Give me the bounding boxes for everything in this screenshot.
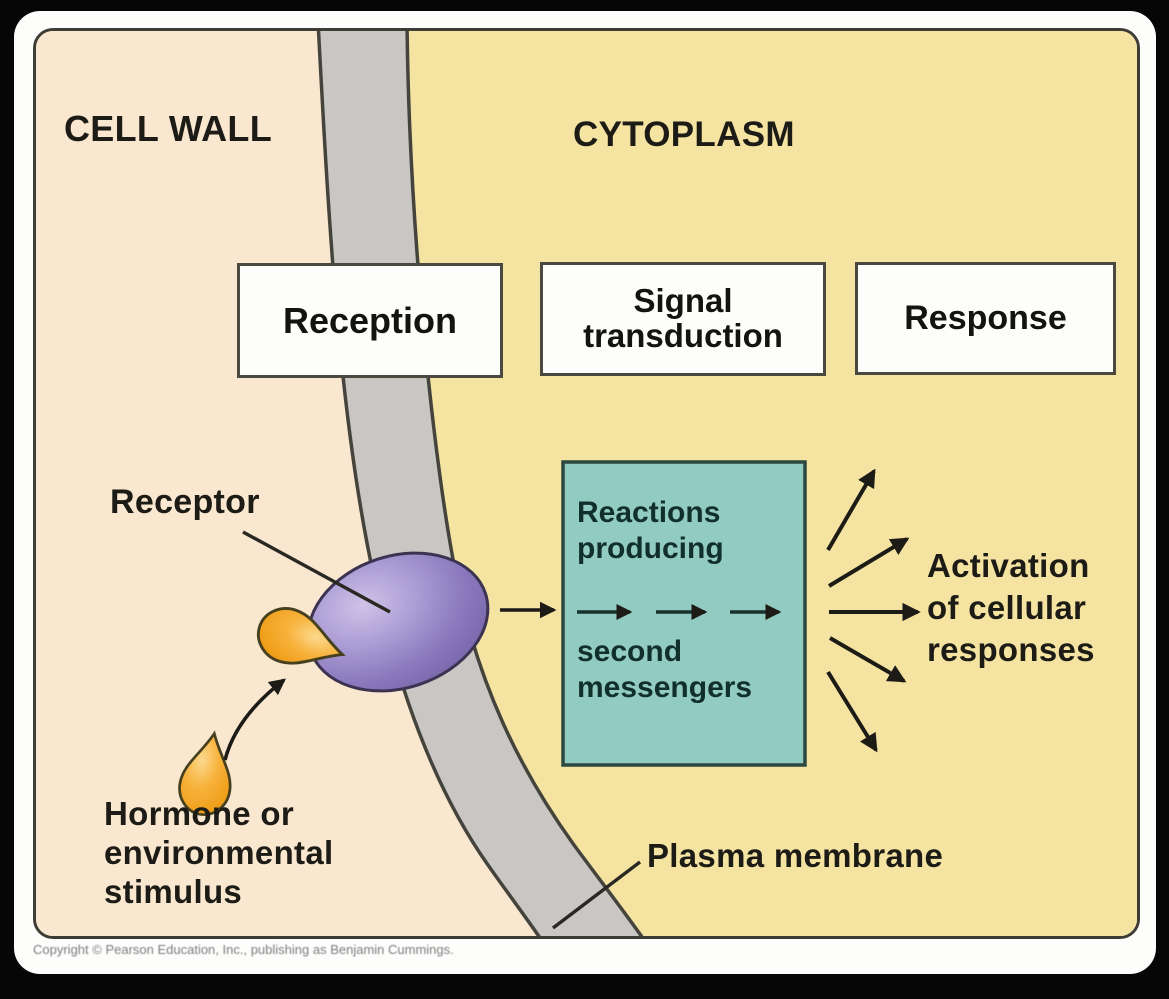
cytoplasm-title: CYTOPLASM [573, 115, 795, 154]
signal-transduction-stage-box: Signal transduction [540, 262, 826, 376]
hormone-label-line1: Hormone or [104, 795, 295, 832]
hormone-molecule-icon [178, 730, 232, 817]
hormone-binding-arrow-icon [223, 678, 286, 761]
hormone-stimulus-label: Hormone or environmental stimulus [104, 795, 333, 912]
cell-wall-title: CELL WALL [64, 108, 273, 149]
reactions-box-line3: second [577, 635, 683, 668]
reactions-box-line2: producing [577, 532, 724, 565]
reactions-box-bottom-text: second messengers [577, 634, 752, 706]
activation-responses-label: Activation of cellular responses [927, 545, 1095, 671]
receptor-label: Receptor [110, 483, 260, 521]
bound-hormone-icon [257, 607, 346, 665]
signal-transduction-label-line1: Signal [633, 282, 733, 320]
plasma-membrane-band-icon [316, 31, 644, 936]
reactions-box-line4: messengers [577, 671, 753, 704]
reactions-box-line1: Reactions [577, 496, 721, 529]
response-label: Response [904, 298, 1067, 337]
activation-label-line1: Activation [927, 547, 1090, 584]
reception-label: Reception [282, 299, 458, 341]
response-stage-box: Response [855, 262, 1116, 375]
plasma-membrane-pointer-line [551, 860, 642, 930]
reception-stage-box: Reception [237, 263, 503, 378]
plasma-membrane-label: Plasma membrane [647, 837, 944, 874]
hormone-label-line2: environmental [104, 833, 334, 871]
reactions-box-top-text: Reactions producing [577, 495, 724, 567]
hormone-label-line3: stimulus [104, 872, 243, 910]
diagram-panel: CELL WALL CYTOPLASM Reception Signal tra… [33, 28, 1140, 939]
activation-label-line3: responses [927, 630, 1095, 668]
signal-transduction-label-line2: transduction [583, 317, 783, 354]
receptor-pointer-line [242, 530, 391, 614]
response-fan-arrows-icon [826, 468, 921, 753]
copyright-text: Copyright © Pearson Education, Inc., pub… [33, 942, 454, 957]
activation-label-line2: of cellular [927, 588, 1087, 626]
diagram-graphics [36, 31, 1137, 936]
